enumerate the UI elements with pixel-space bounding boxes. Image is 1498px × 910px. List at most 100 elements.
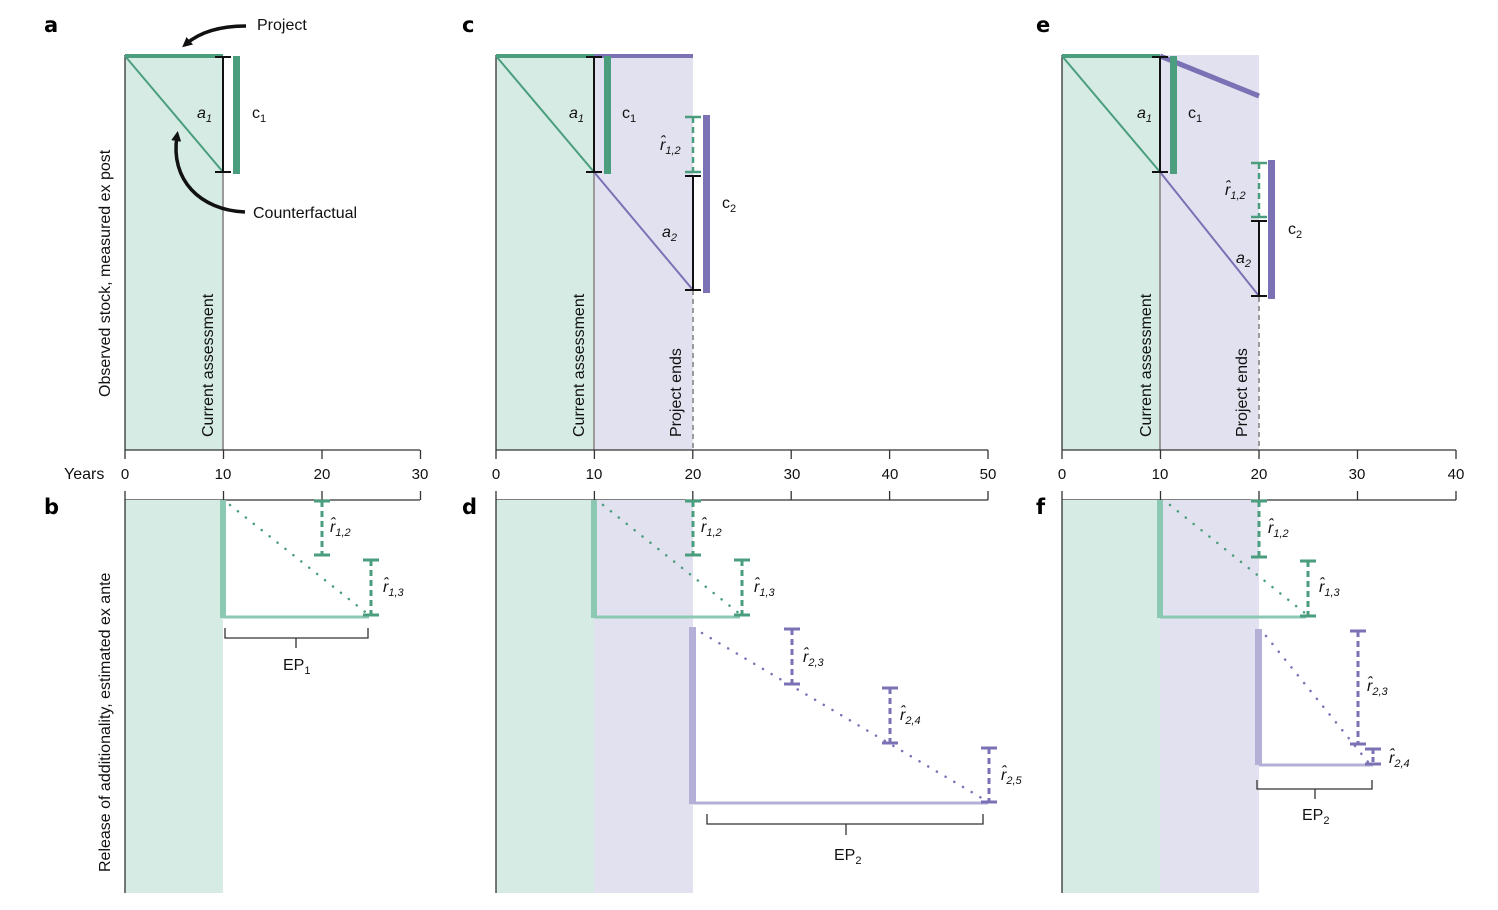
- panel-e: a1 c1 r̂1,2 a2 c2 Current assessment Pro…: [1036, 13, 1465, 501]
- ep2-brace: [706, 814, 984, 835]
- label-r13: r̂1,3: [754, 576, 776, 599]
- bracket-a1: [586, 56, 602, 173]
- label-r12: r̂1,2: [1225, 179, 1246, 202]
- counterfactual-arrow: [171, 131, 246, 214]
- release-start-bar-1: [591, 500, 597, 618]
- tick-e-10: 10: [1152, 466, 1169, 483]
- label-r13: r̂1,3: [383, 576, 405, 599]
- tick-e-40: 40: [1448, 466, 1465, 483]
- release-r23: [784, 627, 800, 686]
- tick-a-30: 30: [412, 466, 429, 483]
- shaded-region-period-1: [125, 55, 223, 450]
- project-ends-label: Project ends: [1234, 348, 1251, 437]
- panel-letter-a: a: [44, 13, 58, 37]
- y-axis-label-bottom: Release of additionality, estimated ex a…: [97, 572, 114, 872]
- label-r12: r̂1,2: [330, 516, 351, 539]
- label-ep2: EP2: [834, 847, 861, 867]
- label-r23: r̂2,3: [803, 646, 825, 669]
- release-start-bar-2: [689, 627, 696, 804]
- release-r12: [685, 499, 701, 557]
- tick-c-0: 0: [492, 466, 500, 483]
- label-c1: c1: [252, 105, 266, 125]
- panel-letter-e: e: [1036, 13, 1050, 37]
- current-assessment-label: Current assessment: [1138, 293, 1155, 437]
- expected-release-line: [228, 503, 371, 617]
- bracket-c2: [703, 115, 710, 293]
- bracket-a1: [215, 56, 231, 173]
- counterfactual-label: Counterfactual: [253, 205, 357, 222]
- release-r23: [1350, 629, 1366, 746]
- release-r13: [1300, 559, 1316, 618]
- label-a1: a1: [1137, 105, 1152, 125]
- ep1-brace: [224, 628, 369, 648]
- bracket-c1: [604, 56, 611, 174]
- bracket-r12: [1251, 161, 1267, 219]
- y-axis-label-top: Observed stock, measured ex post: [97, 149, 114, 397]
- tick-a-0: 0: [121, 466, 129, 483]
- expected-release-line-1: [601, 503, 742, 616]
- bracket-r12: [685, 115, 701, 174]
- shaded-region-period-1: [496, 500, 594, 893]
- label-c2: c2: [722, 195, 736, 215]
- panel-letter-f: f: [1036, 495, 1046, 519]
- release-start-bar-1: [1157, 500, 1163, 618]
- tick-c-30: 30: [784, 466, 801, 483]
- label-r24: r̂2,4: [900, 704, 921, 727]
- release-r13: [363, 558, 379, 617]
- label-a2: a2: [1236, 250, 1251, 270]
- label-r13: r̂1,3: [1319, 576, 1341, 599]
- tick-a-20: 20: [314, 466, 331, 483]
- shaded-region-period-1: [496, 55, 594, 450]
- release-r13: [734, 558, 750, 617]
- release-r25: [981, 746, 997, 804]
- tick-e-0: 0: [1058, 466, 1066, 483]
- bracket-a2: [1251, 220, 1267, 297]
- panel-f: r̂1,2 r̂1,3 r̂2,3 r̂2,4 EP2 f: [1036, 495, 1410, 893]
- panel-a: a1 c1 Project Counterfactual Current ass…: [44, 13, 429, 501]
- panel-letter-d: d: [462, 495, 477, 519]
- counterfactual-line-2: [593, 171, 694, 291]
- bracket-c1: [233, 56, 240, 174]
- label-r24: r̂2,4: [1389, 747, 1410, 770]
- tick-e-30: 30: [1349, 466, 1366, 483]
- shaded-region-period-2: [1160, 500, 1259, 893]
- label-c2: c2: [1288, 221, 1302, 241]
- bracket-a2: [685, 175, 701, 291]
- label-r25: r̂2,5: [1001, 764, 1023, 787]
- release-start-bar: [220, 500, 226, 618]
- label-r12: r̂1,2: [660, 134, 681, 157]
- label-r12: r̂1,2: [701, 516, 722, 539]
- panel-c: a1 c1 r̂1,2 a2 c2 Current assessment Pro…: [462, 13, 997, 501]
- counterfactual-line: [124, 55, 224, 173]
- release-r12: [1251, 499, 1267, 559]
- project-ends-label: Project ends: [668, 348, 685, 437]
- expected-release-line-2: [700, 631, 987, 802]
- bracket-a1: [1152, 56, 1168, 173]
- label-a1: a1: [569, 105, 584, 125]
- counterfactual-line-1: [495, 55, 595, 173]
- years-label: Years: [64, 466, 104, 483]
- panel-letter-b: b: [44, 495, 59, 519]
- bracket-c1: [1170, 56, 1177, 174]
- release-r12: [314, 499, 330, 557]
- project-arrow: [182, 24, 247, 48]
- label-c1: c1: [1188, 105, 1202, 125]
- shaded-region-period-1: [1062, 500, 1160, 893]
- tick-c-50: 50: [980, 466, 997, 483]
- ep2-brace: [1256, 780, 1373, 799]
- release-r24: [882, 686, 898, 745]
- current-assessment-label: Current assessment: [200, 293, 217, 437]
- shaded-region-period-1: [1062, 55, 1160, 450]
- release-r24: [1365, 747, 1381, 766]
- panel-letter-c: c: [462, 13, 474, 37]
- current-assessment-label: Current assessment: [571, 293, 588, 437]
- panel-b: r̂1,2 r̂1,3 EP1 Release of additionality…: [44, 495, 405, 893]
- shaded-region-period-1: [125, 500, 223, 893]
- project-label: Project: [257, 17, 307, 34]
- label-r12: r̂1,2: [1268, 517, 1289, 540]
- tick-c-20: 20: [685, 466, 702, 483]
- panel-d: r̂1,2 r̂1,3 r̂2,3 r̂2,4 r̂2,5 EP2 d: [462, 495, 1023, 893]
- x-axis-c: [495, 449, 989, 501]
- x-axis-a: [124, 449, 422, 501]
